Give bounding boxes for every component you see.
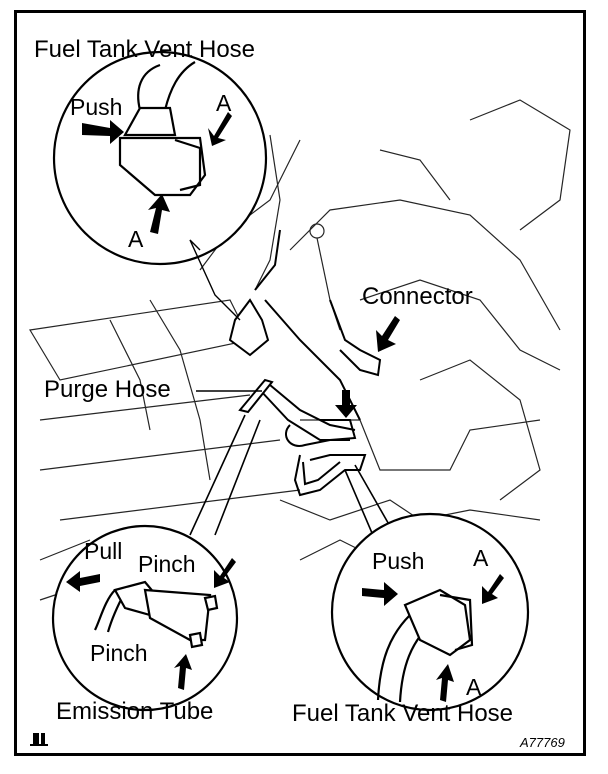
detail-circle-bottom-left [51, 414, 261, 712]
label-bottom-right-push: Push [372, 548, 425, 574]
label-bottom-right-a-lower: A [466, 674, 482, 700]
bottom-left-arrows [66, 558, 236, 690]
label-bottom-right-fuel-tank-vent-hose: Fuel Tank Vent Hose [292, 700, 514, 727]
hose-joint-arrow [335, 390, 357, 418]
detail-circle-top [52, 50, 268, 321]
manual-symbol-icon [30, 733, 48, 746]
label-connector: Connector [362, 283, 473, 310]
detail-circle-bottom-right [330, 464, 530, 712]
label-pinch-upper: Pinch [138, 551, 196, 577]
label-top-a-upper: A [216, 90, 232, 116]
label-top-fuel-tank-vent-hose: Fuel Tank Vent Hose [34, 36, 256, 63]
label-top-a-lower: A [128, 226, 144, 252]
label-pull: Pull [84, 538, 123, 564]
label-emission-tube: Emission Tube [56, 698, 214, 725]
label-purge-hose: Purge Hose [44, 376, 171, 403]
hose-assembly [228, 229, 382, 497]
label-bottom-right-a-upper: A [473, 545, 489, 571]
top-circle-arrows [82, 112, 232, 234]
label-pinch-lower: Pinch [90, 640, 148, 666]
figure-code: A77769 [520, 735, 565, 750]
engine-background-sketch [29, 99, 571, 601]
bottom-right-arrows [362, 574, 504, 702]
connector-arrow [376, 316, 400, 352]
label-top-push: Push [70, 94, 123, 120]
